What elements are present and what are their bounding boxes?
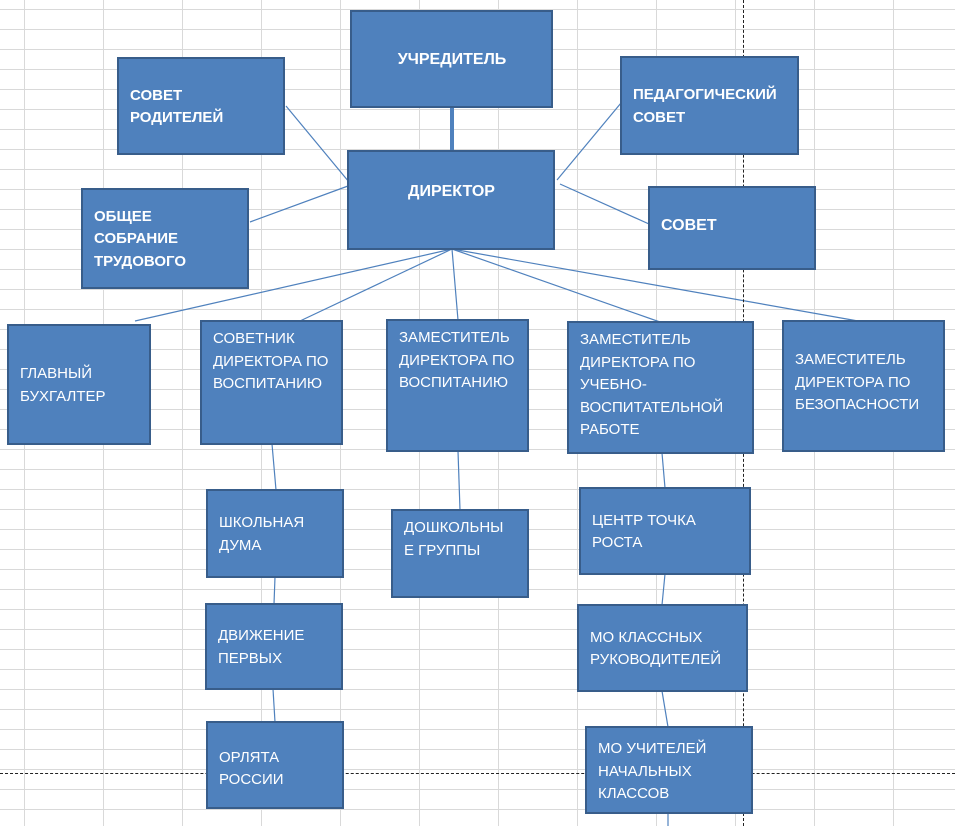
connector-education-growth: [661, 452, 666, 489]
node-deputy-upbringing[interactable]: ЗАМЕСТИТЕЛЬ ДИРЕКТОРА ПО ВОСПИТАНИЮ: [386, 319, 529, 452]
node-advisor-upbringing[interactable]: СОВЕТНИК ДИРЕКТОРА ПО ВОСПИТАНИЮ: [200, 320, 343, 445]
connector-council-director: [559, 183, 650, 225]
node-mo-primary-teachers[interactable]: МО УЧИТЕЛЕЙ НАЧАЛЬНЫХ КЛАССОВ: [585, 726, 753, 814]
connector-deputy-preschool: [457, 450, 461, 511]
node-eaglets[interactable]: ОРЛЯТА РОССИИ: [206, 721, 344, 809]
node-council[interactable]: СОВЕТ: [648, 186, 816, 270]
node-school-duma[interactable]: ШКОЛЬНАЯ ДУМА: [206, 489, 344, 578]
node-director[interactable]: ДИРЕКТОР: [347, 150, 555, 250]
connector-director-deputy-security: [451, 248, 859, 322]
connector-advisor-duma: [271, 443, 277, 491]
connector-parents-director: [285, 105, 350, 183]
node-general-meeting[interactable]: ОБЩЕЕ СОБРАНИЕ ТРУДОВОГО: [81, 188, 249, 289]
node-movement-first[interactable]: ДВИЖЕНИЕ ПЕРВЫХ: [205, 603, 343, 690]
connector-director-accountant: [134, 248, 453, 322]
connector-growth-moclass: [661, 573, 666, 606]
connector-moclass-moprimary: [661, 690, 669, 728]
connector-pedagogical-director: [556, 102, 622, 181]
node-founder[interactable]: УЧРЕДИТЕЛЬ: [350, 10, 553, 108]
page-break-horizontal: [0, 773, 955, 774]
node-chief-accountant[interactable]: ГЛАВНЫЙ БУХГАЛТЕР: [7, 324, 151, 445]
node-parents-council[interactable]: СОВЕТ РОДИТЕЛЕЙ: [117, 57, 285, 155]
connector-movement-eaglets: [272, 688, 276, 723]
connector-duma-movement: [273, 576, 276, 605]
node-mo-class-teachers[interactable]: МО КЛАССНЫХ РУКОВОДИТЕЛЕЙ: [577, 604, 748, 692]
node-preschool-groups[interactable]: ДОШКОЛЬНЫ Е ГРУППЫ: [391, 509, 529, 598]
node-deputy-education[interactable]: ЗАМЕСТИТЕЛЬ ДИРЕКТОРА ПО УЧЕБНО-ВОСПИТАТ…: [567, 321, 754, 454]
connector-director-deputy-education: [451, 248, 661, 323]
connector-meeting-director: [249, 185, 349, 223]
connector-director-deputy-upbringing: [451, 248, 459, 321]
node-deputy-security[interactable]: ЗАМЕСТИТЕЛЬ ДИРЕКТОРА ПО БЕЗОПАСНОСТИ: [782, 320, 945, 452]
node-pedagogical-council[interactable]: ПЕДАГОГИЧЕСКИЙ СОВЕТ: [620, 56, 799, 155]
node-growth-point[interactable]: ЦЕНТР ТОЧКА РОСТА: [579, 487, 751, 575]
connector-director-advisor: [299, 248, 453, 322]
